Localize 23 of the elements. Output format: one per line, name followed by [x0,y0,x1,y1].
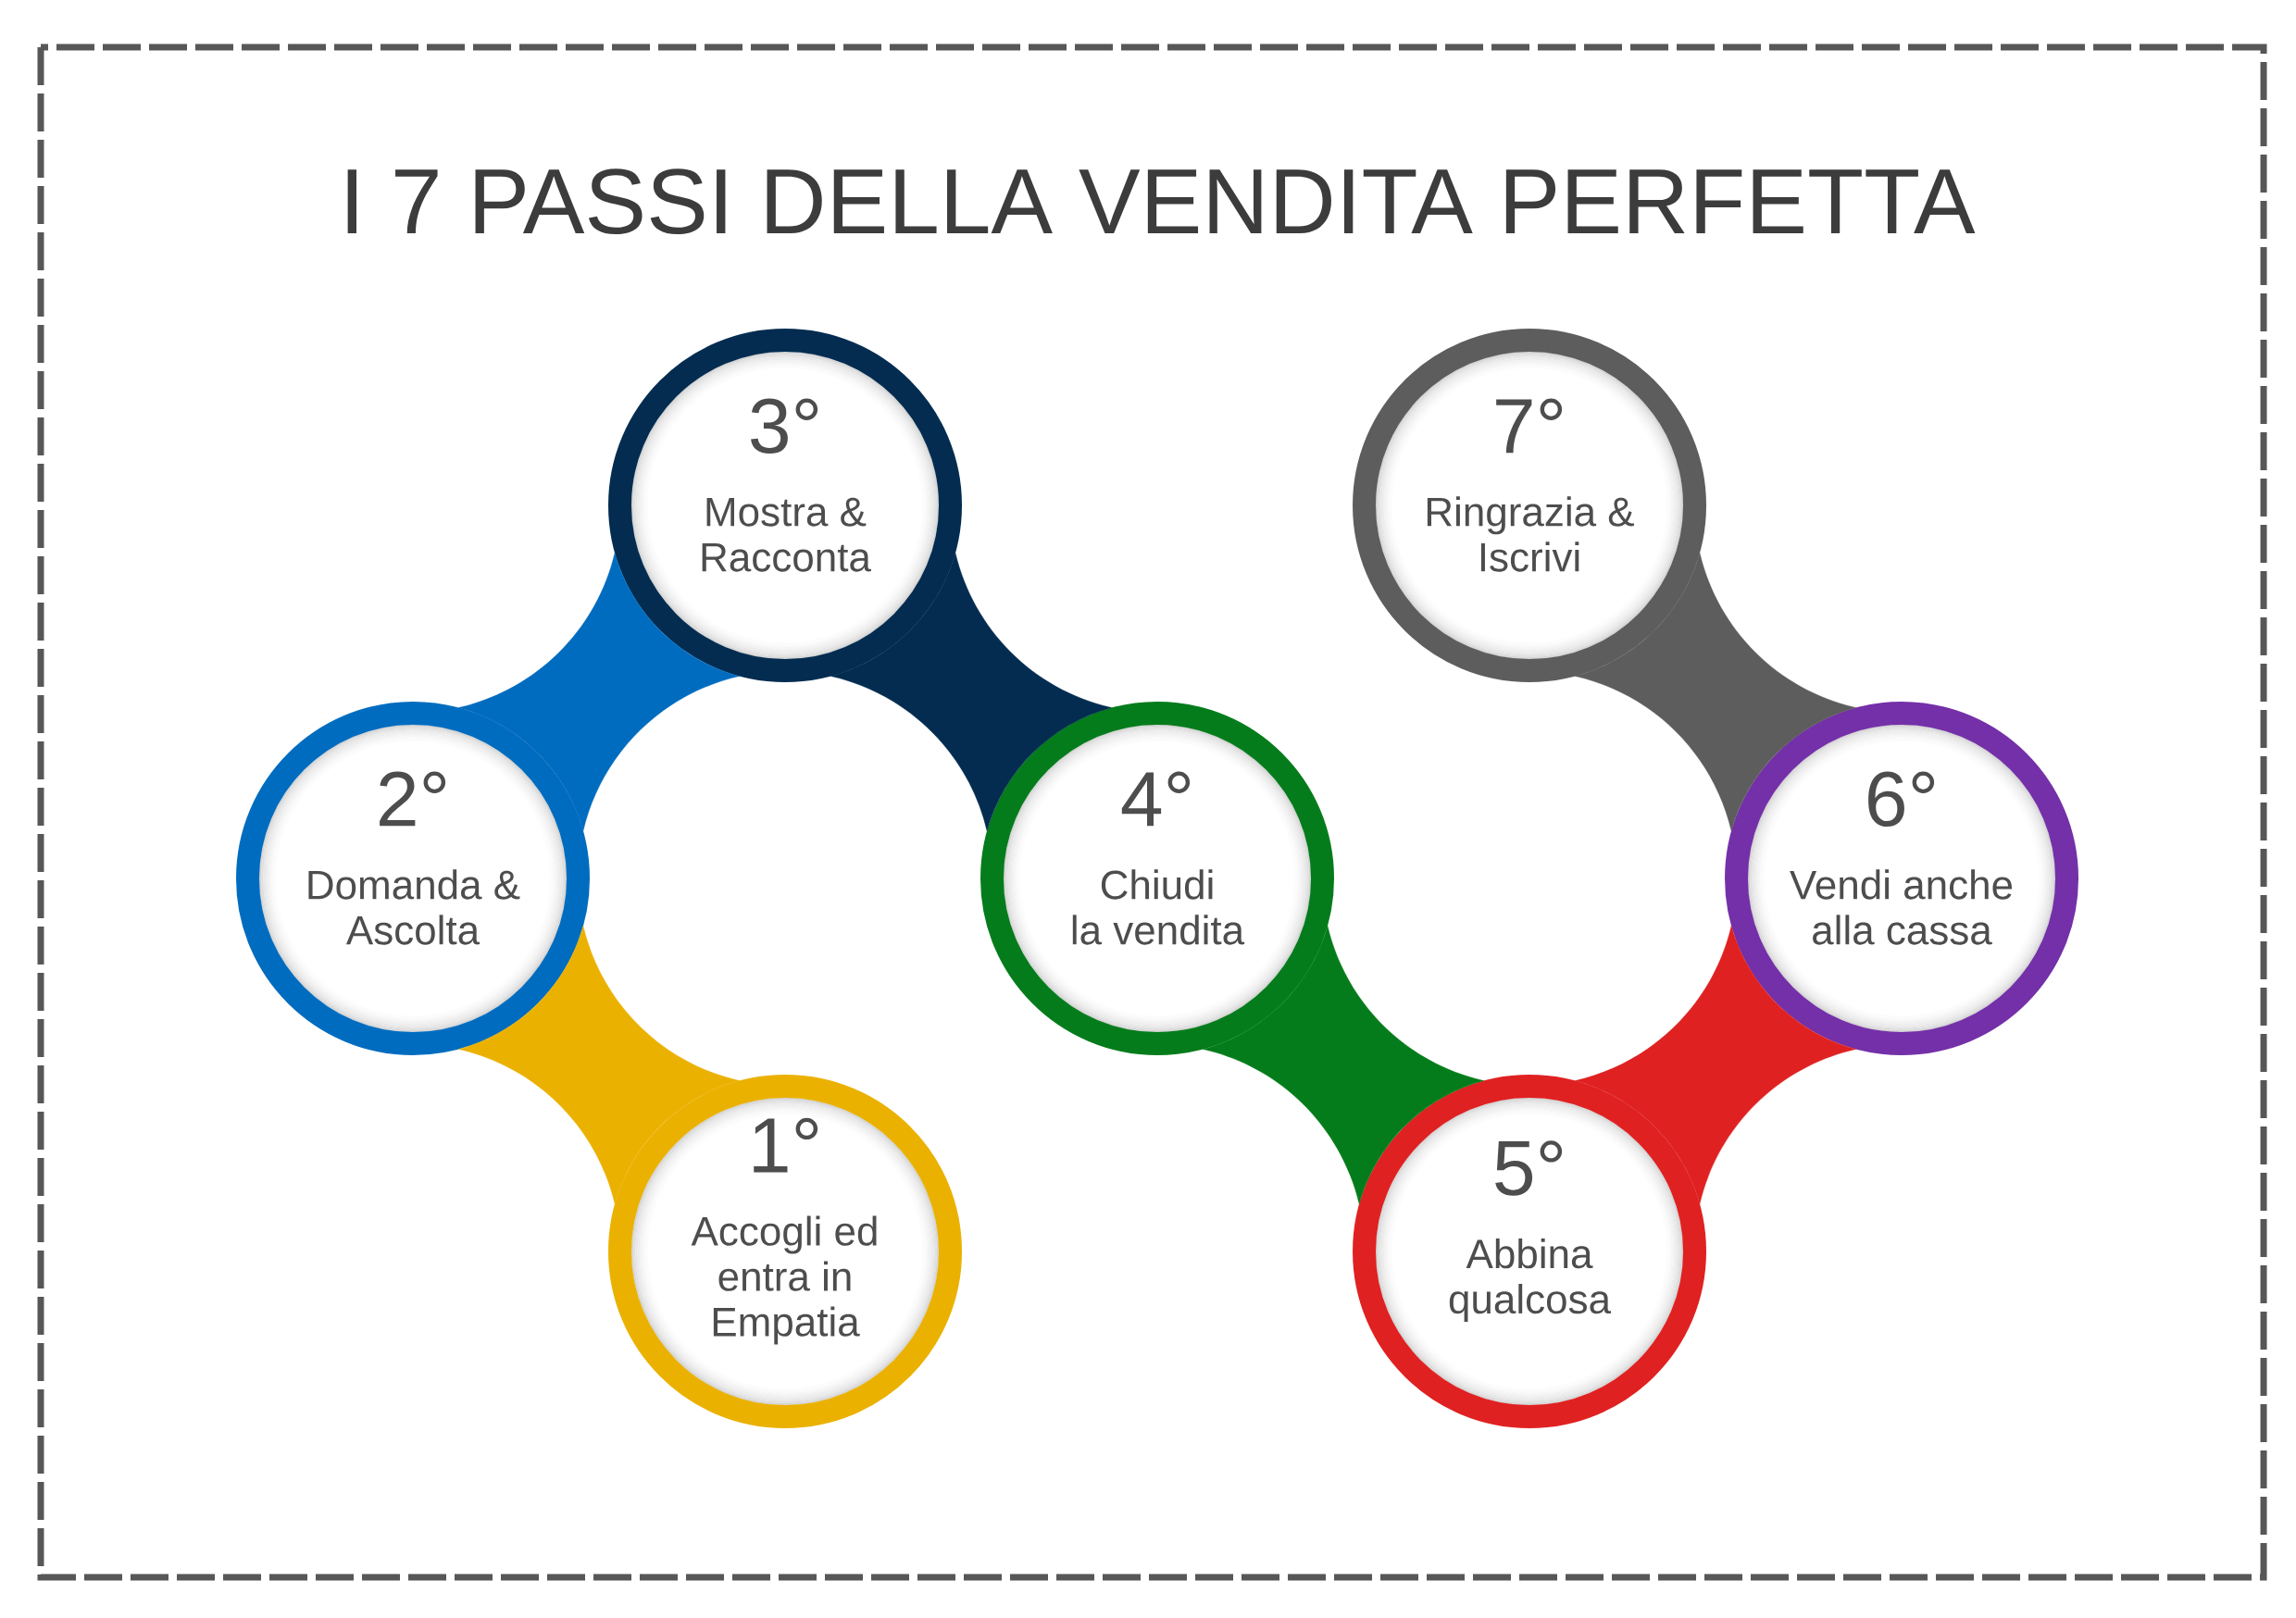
step-number: 5° [1495,1140,1563,1196]
connector-band [458,926,740,1204]
step-text: Domanda & Ascolta [308,869,520,945]
step-number: 7° [1496,398,1563,454]
connector-band [1575,926,1856,1204]
connector-band [1575,553,1856,831]
step-text: Accogli ed entra in Empatia [691,1215,877,1345]
step-text: Ringrazia & Iscrivi [1427,496,1634,572]
step-number: 4° [1121,771,1191,827]
connector-band [458,553,740,831]
step-number: 1° [754,1117,818,1173]
connector-band [1203,926,1484,1204]
connector-band [830,553,1112,831]
title: I 7 PASSI DELLA VENDITA PERFETTA [347,168,1976,234]
step-text: Abbina qualcosa [1449,1238,1612,1323]
step-text: Chiudi la vendita [1072,869,1245,945]
step-number: 6° [1868,771,1935,828]
step-number: 2° [380,771,446,827]
step-circle [1353,329,1706,682]
step-circle [608,1075,962,1428]
step-text: Mostra & Racconta [702,497,871,572]
step-text: Vendi anche alla cassa [1790,869,2013,945]
step-number: 3° [751,398,818,454]
